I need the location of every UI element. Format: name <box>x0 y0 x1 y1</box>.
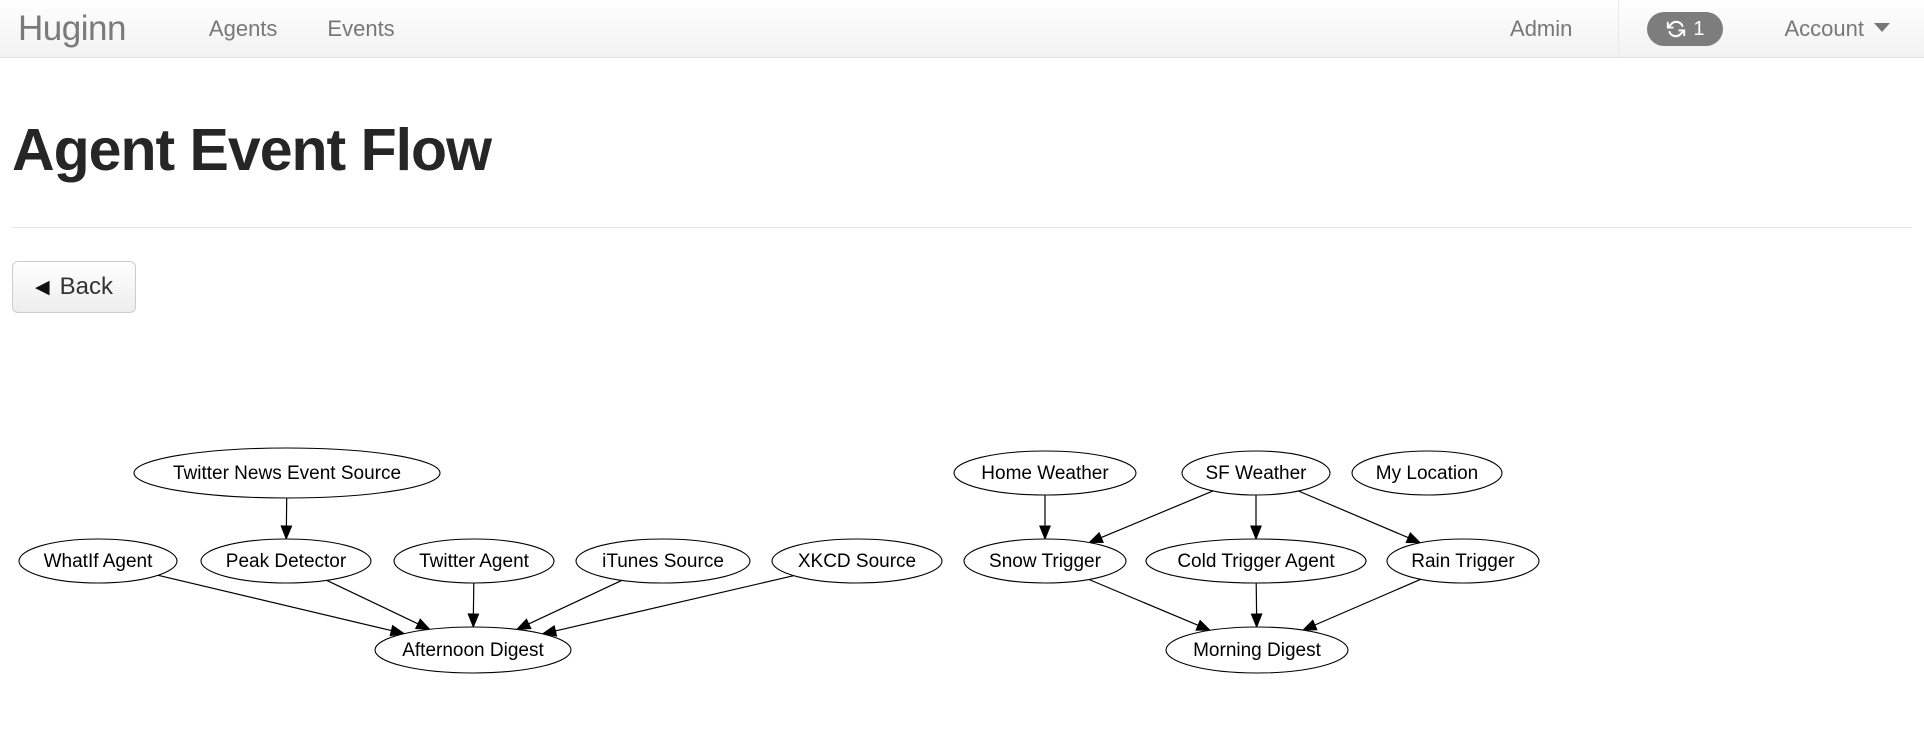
node-ellipse <box>393 538 555 584</box>
graph-node-whatif_agent[interactable]: WhatIf Agent <box>18 538 178 584</box>
arrowhead-rain_trigger-to-morning_digest <box>1301 619 1318 631</box>
node-label: Rain Trigger <box>1411 551 1515 572</box>
node-label: Snow Trigger <box>989 551 1102 572</box>
edge-layer <box>157 490 1422 637</box>
node-ellipse <box>953 450 1137 496</box>
nav-link-admin[interactable]: Admin <box>1510 15 1573 41</box>
node-label: Morning Digest <box>1193 640 1321 661</box>
worker-status-count: 1 <box>1693 17 1705 40</box>
chevron-left-icon: ◀ <box>35 276 50 298</box>
arrowhead-twitter_agent-to-afternoon_digest <box>467 613 480 629</box>
arrowhead-itunes_source-to-afternoon_digest <box>515 618 532 630</box>
arrowhead-peak_detector-to-afternoon_digest <box>414 618 431 630</box>
graph-node-xkcd_source[interactable]: XKCD Source <box>771 538 943 584</box>
node-ellipse <box>963 538 1127 584</box>
graph-node-twitter_news_event_source[interactable]: Twitter News Event Source <box>133 447 441 499</box>
node-ellipse <box>771 538 943 584</box>
graph-node-itunes_source[interactable]: iTunes Source <box>575 538 751 584</box>
node-ellipse <box>1181 450 1331 496</box>
arrowhead-sf_weather-to-snow_trigger <box>1087 531 1104 544</box>
page-title: Agent Event Flow <box>12 117 492 183</box>
graph-node-cold_trigger_agent[interactable]: Cold Trigger Agent <box>1145 538 1367 584</box>
worker-status-badge[interactable]: 1 <box>1647 11 1723 46</box>
nav-link-agents[interactable]: Agents <box>208 15 278 41</box>
node-ellipse <box>18 538 178 584</box>
edge-itunes_source-to-afternoon_digest <box>528 579 622 625</box>
graph-node-my_location[interactable]: My Location <box>1351 450 1503 496</box>
graph-node-afternoon_digest[interactable]: Afternoon Digest <box>374 626 572 674</box>
edge-snow_trigger-to-morning_digest <box>1088 578 1199 626</box>
node-label: Twitter News Event Source <box>173 463 401 484</box>
node-label: SF Weather <box>1205 463 1307 484</box>
arrowhead-sf_weather-to-cold_trigger_agent <box>1250 525 1262 541</box>
node-label: Afternoon Digest <box>402 640 544 661</box>
nav-divider <box>1618 0 1620 58</box>
node-ellipse <box>1351 450 1503 496</box>
node-label: Twitter Agent <box>419 551 530 572</box>
back-button-label: Back <box>59 272 113 300</box>
node-ellipse <box>575 538 751 584</box>
node-label: Peak Detector <box>226 551 347 572</box>
node-label: Cold Trigger Agent <box>1177 551 1335 572</box>
node-ellipse <box>1386 538 1540 584</box>
graph-node-rain_trigger[interactable]: Rain Trigger <box>1386 538 1540 584</box>
edge-xkcd_source-to-afternoon_digest <box>555 575 794 632</box>
graph-node-sf_weather[interactable]: SF Weather <box>1181 450 1331 496</box>
arrowhead-sf_weather-to-rain_trigger <box>1405 532 1422 544</box>
secondary-nav: Admin 1 Account <box>1470 0 1900 58</box>
graph-node-twitter_agent[interactable]: Twitter Agent <box>393 538 555 584</box>
graph-node-snow_trigger[interactable]: Snow Trigger <box>963 538 1127 584</box>
node-ellipse <box>1165 626 1349 674</box>
arrowhead-whatif_agent-to-afternoon_digest <box>389 624 406 637</box>
account-menu[interactable]: Account <box>1745 0 1901 58</box>
node-label: My Location <box>1376 463 1478 484</box>
node-label: iTunes Source <box>602 551 724 572</box>
nav-link-events[interactable]: Events <box>327 15 395 41</box>
edge-whatif_agent-to-afternoon_digest <box>157 574 392 632</box>
edge-rain_trigger-to-morning_digest <box>1314 578 1421 626</box>
brand-logo[interactable]: Huginn <box>18 9 126 48</box>
primary-nav: Agents Events <box>184 0 420 58</box>
arrowhead-home_weather-to-snow_trigger <box>1039 525 1051 541</box>
title-divider <box>12 226 1912 228</box>
arrowhead-xkcd_source-to-afternoon_digest <box>541 624 558 637</box>
node-ellipse <box>1145 538 1367 584</box>
node-label: Home Weather <box>981 463 1109 484</box>
edge-sf_weather-to-snow_trigger <box>1100 490 1214 539</box>
account-menu-label[interactable]: Account <box>1784 15 1865 41</box>
page-container: Agent Event Flow ◀ Back <box>0 117 1924 314</box>
graph-node-morning_digest[interactable]: Morning Digest <box>1165 626 1349 674</box>
edge-sf_weather-to-rain_trigger <box>1298 490 1409 539</box>
node-ellipse <box>200 538 372 584</box>
refresh-icon <box>1667 20 1686 37</box>
arrowhead-snow_trigger-to-morning_digest <box>1195 619 1212 631</box>
node-ellipse <box>133 447 441 499</box>
arrowhead-twitter_news_event_source-to-peak_detector <box>280 525 293 541</box>
arrowhead-cold_trigger_agent-to-morning_digest <box>1250 613 1263 629</box>
top-navbar: Huginn Agents Events Admin 1 Account <box>0 0 1924 58</box>
graph-node-peak_detector[interactable]: Peak Detector <box>200 538 372 584</box>
chevron-down-icon <box>1874 23 1890 32</box>
node-ellipse <box>374 626 572 674</box>
node-label: XKCD Source <box>798 551 916 572</box>
node-label: WhatIf Agent <box>44 551 154 572</box>
edge-peak_detector-to-afternoon_digest <box>326 579 419 625</box>
graph-node-home_weather[interactable]: Home Weather <box>953 450 1137 496</box>
back-button[interactable]: ◀ Back <box>12 260 136 314</box>
